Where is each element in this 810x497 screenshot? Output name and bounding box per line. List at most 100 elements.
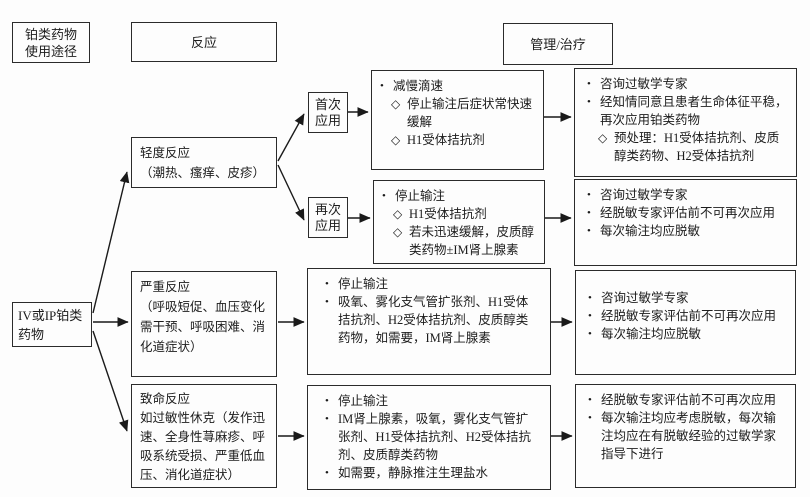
bullet-icon: • — [588, 292, 592, 304]
arrow-source-to-mild — [92, 171, 130, 314]
item-text: 每次输注均应考虑脱敏，每次输注均应在有脱敏经验的过敏学家指导下进行 — [601, 411, 777, 461]
bullet-icon: • — [382, 190, 386, 202]
item-text: 预处理：H1受体拮抗剂、皮质醇类药物、H2受体拮抗剂 — [614, 131, 780, 163]
occurrence-first-box: 首次 应用 — [308, 92, 348, 133]
mgmt-fatal-action-box: • 停止输注 • IM肾上腺素，吸氧，雾化支气管扩张剂、H1受体拮抗剂、H2受体拮抗… — [307, 385, 551, 490]
item-text: 每次输注均应脱敏 — [601, 327, 702, 341]
reaction-severe-box: 严重反应 （呼吸短促、血压变化需干预、呼吸困难、消化道症状） — [131, 271, 277, 377]
item-text: 经脱敏专家评估前不可再次应用 — [601, 309, 777, 323]
bullet-icon: • — [587, 189, 591, 201]
item-text: 吸氧、雾化支气管扩张剂、H1受体拮抗剂、H2受体拮抗剂、皮质醇类药物，如需要，I… — [338, 295, 529, 345]
header-management: 管理/治疗 — [503, 23, 613, 65]
item-text: H1受体拮抗剂 — [409, 207, 487, 221]
item-text: 咨询过敏学专家 — [601, 291, 689, 305]
list-item: • 吸氧、雾化支气管扩张剂、H1受体拮抗剂、H2受体拮抗剂、皮质醇类药物，如需要，… — [325, 293, 540, 347]
item-text: 咨询过敏学专家 — [600, 188, 688, 202]
bullet-icon: • — [588, 310, 592, 322]
source-box: IV或IP铂类 药物 — [12, 302, 92, 347]
list-item: • 咨询过敏学专家 — [587, 75, 788, 93]
item-text: IM肾上腺素，吸氧，雾化支气管扩张剂、H1受体拮抗剂、H2受体拮抗剂、皮质醇类药… — [338, 412, 532, 462]
item-text: 停止输注 — [338, 394, 389, 408]
reaction-fatal-detail: 如过敏性休克（发作迅速、全身性荨麻疹、呼吸系统受损、严重低血压、消化道症状） — [140, 411, 266, 482]
header-route-line1: 铂类药物 — [24, 26, 77, 42]
list-item: ◇ 若未迅速缓解，皮质醇类药物±IM肾上腺素 — [393, 223, 536, 259]
item-text: 每次输注均应脱敏 — [600, 224, 701, 238]
mgmt-fatal-followup-box: • 经脱敏专家评估前不可再次应用 • 每次输注均应考虑脱敏，每次输注均应在有脱敏经验… — [575, 384, 796, 488]
bullet-icon: • — [588, 394, 592, 406]
list-item: • 减慢滴速 — [380, 77, 535, 95]
mgmt-repeat-use-followup-box: • 咨询过敏学专家 •经脱敏专家评估前不可再次应用 • 每次输注均应脱敏 — [574, 179, 797, 266]
bullet-icon: • — [325, 413, 329, 425]
list-item: • 咨询过敏学专家 — [587, 186, 788, 204]
occurrence-first-line2: 应用 — [314, 112, 341, 128]
list-item: • IM肾上腺素，吸氧，雾化支气管扩张剂、H1受体拮抗剂、H2受体拮抗剂、皮质醇类… — [325, 410, 540, 464]
mgmt-severe-followup-box: • 咨询过敏学专家 • 经脱敏专家评估前不可再次应用 • 每次输注均应脱敏 — [575, 270, 796, 375]
reaction-severe-title: 严重反应 — [140, 280, 191, 294]
item-text: 停止输注 — [338, 277, 389, 291]
source-line1: IV或IP铂类 — [18, 308, 83, 323]
mgmt-first-use-action-box: • 减慢滴速 ◇ 停止输注后症状常快速缓解 ◇ H1受体拮抗剂 — [371, 70, 544, 170]
bullet-icon: • — [325, 467, 329, 479]
reaction-mild-detail: （潮热、瘙痒、皮疹） — [140, 166, 266, 180]
list-item: • 经知情同意且患者生命体征平稳，再次应用铂类药物 — [587, 93, 788, 129]
bullet-icon: • — [380, 80, 384, 92]
diamond-icon: ◇ — [393, 207, 403, 221]
list-item: • 停止输注 — [325, 392, 540, 410]
occurrence-repeat-line1: 再次 — [314, 201, 341, 217]
bullet-icon: • — [325, 296, 329, 308]
list-item: • 停止输注 — [325, 275, 540, 293]
reaction-mild-title: 轻度反应 — [140, 146, 191, 160]
mgmt-repeat-use-action-box: • 停止输注 ◇ H1受体拮抗剂 ◇ 若未迅速缓解，皮质醇类药物±IM肾上腺素 — [373, 180, 545, 264]
header-route: 铂类药物 使用途径 — [12, 22, 90, 63]
bullet-icon: • — [587, 96, 591, 108]
item-text: 如需要，静脉推注生理盐水 — [338, 466, 489, 480]
bullet-icon: • — [588, 412, 592, 424]
item-text: 减慢滴速 — [393, 79, 444, 93]
mgmt-severe-action-box: • 停止输注 • 吸氧、雾化支气管扩张剂、H1受体拮抗剂、H2受体拮抗剂、皮质醇类药… — [307, 268, 551, 375]
diamond-icon: ◇ — [393, 225, 403, 239]
occurrence-first-line1: 首次 — [314, 96, 341, 112]
list-item: •经脱敏专家评估前不可再次应用 — [587, 204, 788, 222]
header-reaction: 反应 — [131, 22, 277, 62]
bullet-icon: • — [587, 78, 591, 90]
bullet-icon: • — [587, 207, 591, 219]
diamond-icon: ◇ — [391, 133, 401, 147]
item-text: 若未迅速缓解，皮质醇类药物±IM肾上腺素 — [409, 225, 535, 257]
reaction-fatal-title: 致命反应 — [140, 392, 191, 406]
list-item: • 停止输注 — [382, 187, 536, 205]
list-item: • 经脱敏专家评估前不可再次应用 — [588, 391, 787, 409]
header-route-line2: 使用途径 — [24, 43, 77, 59]
item-text: 停止输注 — [395, 189, 446, 203]
list-item: ◇ H1受体拮抗剂 — [393, 205, 536, 223]
arrow-source-to-fatal — [92, 330, 129, 432]
diamond-icon: ◇ — [598, 131, 608, 145]
bullet-icon: • — [325, 278, 329, 290]
list-item: ◇ H1受体拮抗剂 — [391, 131, 535, 149]
item-text: 咨询过敏学专家 — [600, 77, 688, 91]
source-line2: 药物 — [18, 327, 45, 342]
item-text: 停止输注后症状常快速缓解 — [407, 97, 533, 129]
list-item: • 每次输注均应脱敏 — [587, 222, 788, 240]
reaction-severe-detail: （呼吸短促、血压变化需干预、呼吸困难、消化道症状） — [140, 300, 266, 354]
list-item: • 经脱敏专家评估前不可再次应用 — [588, 307, 787, 325]
arrow-mild-to-repeat-use — [277, 164, 305, 221]
item-text: 经知情同意且患者生命体征平稳，再次应用铂类药物 — [600, 95, 788, 127]
reaction-fatal-box: 致命反应 如过敏性休克（发作迅速、全身性荨麻疹、呼吸系统受损、严重低血压、消化道… — [131, 384, 277, 488]
list-item: ◇ 停止输注后症状常快速缓解 — [391, 95, 535, 131]
list-item: • 每次输注均应考虑脱敏，每次输注均应在有脱敏经验的过敏学家指导下进行 — [588, 409, 787, 463]
list-item: • 咨询过敏学专家 — [588, 289, 787, 307]
reaction-mild-box: 轻度反应 （潮热、瘙痒、皮疹） — [131, 137, 277, 188]
list-item: ◇ 预处理：H1受体拮抗剂、皮质醇类药物、H2受体拮抗剂 — [598, 129, 788, 165]
bullet-icon: • — [587, 225, 591, 237]
item-text: 经脱敏专家评估前不可再次应用 — [601, 393, 777, 407]
bullet-icon: • — [325, 395, 329, 407]
diamond-icon: ◇ — [391, 97, 401, 111]
list-item: • 如需要，静脉推注生理盐水 — [325, 464, 540, 482]
arrow-mild-to-first-use — [277, 113, 305, 162]
item-text: H1受体拮抗剂 — [407, 133, 485, 147]
bullet-icon: • — [588, 328, 592, 340]
mgmt-first-use-followup-box: • 咨询过敏学专家 • 经知情同意且患者生命体征平稳，再次应用铂类药物 ◇ 预处理：H… — [574, 68, 797, 177]
occurrence-repeat-line2: 应用 — [314, 217, 341, 233]
list-item: • 每次输注均应脱敏 — [588, 325, 787, 343]
